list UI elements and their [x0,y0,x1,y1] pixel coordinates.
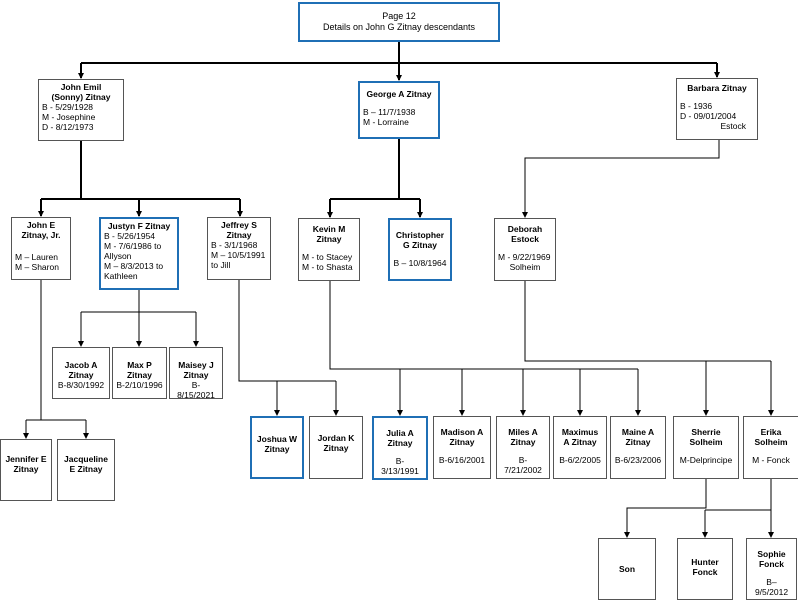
person-jeffrey: Jeffrey S Zitnay B - 3/1/1968 M – 10/5/1… [207,217,271,280]
person-john-e: John E Zitnay, Jr. M – Lauren M – Sharon [11,217,71,280]
person-sherrie: Sherrie Solheim M-Delprincipe [673,416,739,479]
person-julia: Julia A Zitnay B-3/13/1991 [372,416,428,480]
person-erika: Erika Solheim M - Fonck [743,416,798,479]
person-barbara: Barbara Zitnay B - 1936 D - 09/01/2004 E… [676,78,758,140]
person-christopher: Christopher G Zitnay B – 10/8/1964 [388,218,452,281]
connector [524,281,706,362]
page-subtitle: Details on John G Zitnay descendants [322,22,476,32]
person-jacqueline: Jacqueline E Zitnay [57,439,115,501]
person-jacob: Jacob A Zitnay B-8/30/1992 [52,347,110,399]
connector [522,140,720,218]
connector [329,281,400,370]
person-joshua: Joshua W Zitnay [250,416,304,479]
connector [624,479,707,538]
page-number: Page 12 [382,11,416,21]
page-header: Page 12 Details on John G Zitnay descend… [298,2,500,42]
person-son: Son [598,538,656,600]
connector [238,280,277,382]
person-jordan: Jordan K Zitnay [309,416,363,479]
person-deborah: Deborah Estock M - 9/22/1969 Solheim [494,218,556,281]
person-george: George A Zitnay B – 11/7/1938 M - Lorrai… [358,81,440,139]
person-sophie: Sophie Fonck B–9/5/2012 [746,538,797,600]
person-maximus: Maximus A Zitnay B-6/2/2005 [553,416,607,479]
person-maisey: Maisey J Zitnay B-8/15/2021 [169,347,223,400]
person-jennifer: Jennifer E Zitnay [0,439,52,501]
person-hunter: Hunter Fonck [677,538,733,600]
person-maine: Maine A Zitnay B-6/23/2006 [610,416,666,479]
person-kevin: Kevin M Zitnay M - to Stacey M - to Shas… [298,218,360,281]
person-madison: Madison A Zitnay B-6/16/2001 [433,416,491,479]
person-max: Max P Zitnay B-2/10/1996 [112,347,167,399]
person-justyn: Justyn F Zitnay B - 5/26/1954 M - 7/6/19… [99,217,179,290]
person-john-emil: John Emil (Sonny) Zitnay B - 5/29/1928 M… [38,79,124,141]
person-miles: Miles A Zitnay B-7/21/2002 [496,416,550,479]
